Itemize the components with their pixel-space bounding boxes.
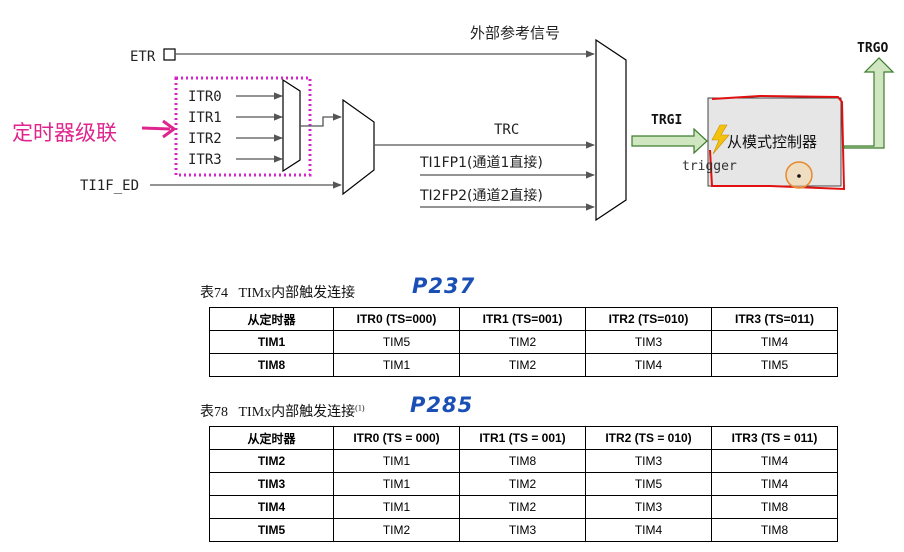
table78-header-cell: 从定时器 — [209, 426, 334, 450]
table-cell: TIM4 — [711, 449, 838, 473]
trgi-arrow — [631, 127, 708, 155]
table-cell: TIM8 — [459, 449, 586, 473]
table78-footnote-mark: (1) — [355, 403, 365, 413]
trc-label: TRC — [494, 122, 519, 138]
etr-label: ETR — [130, 49, 156, 65]
table74-header-cell: ITR1 (TS=001) — [459, 307, 586, 331]
table-cell: TIM1 — [333, 495, 460, 519]
table78-title: TIMx内部触发连接 — [238, 405, 356, 420]
itr2-label: ITR2 — [188, 131, 222, 147]
ti2fp2-label: TI2FP2(通道2直接) — [419, 187, 543, 204]
table-cell: TIM4 — [711, 330, 838, 354]
table-cell: TIM4 — [585, 518, 712, 542]
table74-header-row: 从定时器 ITR0 (TS=000) ITR1 (TS=001) ITR2 (T… — [209, 307, 838, 331]
table74-number: 表74 — [200, 286, 228, 301]
trc-mux — [342, 98, 375, 196]
cursor-dot — [797, 174, 801, 178]
slave-controller-label: 从模式控制器 — [727, 133, 817, 151]
cascade-arrow-head — [162, 119, 177, 139]
table-cell: TIM2 — [209, 449, 334, 473]
trgo-label: TRGO — [857, 41, 888, 56]
slave-controller-box — [707, 97, 842, 187]
trigger-selection-diagram: ETR 外部参考信号 ITR0 ITR1 ITR2 ITR3 定时器级联 TI1… — [12, 24, 895, 222]
table78-header-cell: ITR3 (TS = 011) — [711, 426, 838, 450]
table-cell: TIM3 — [585, 330, 712, 354]
table74: 从定时器 ITR0 (TS=000) ITR1 (TS=001) ITR2 (T… — [209, 307, 838, 377]
external-ref-label: 外部参考信号 — [470, 24, 560, 42]
table74-caption: 表74 TIMx内部触发连接 — [200, 282, 355, 302]
table-cell: TIM2 — [459, 472, 586, 496]
table78-header-cell: ITR0 (TS = 000) — [333, 426, 460, 450]
table-row: TIM1 TIM5 TIM2 TIM3 TIM4 — [209, 330, 838, 354]
table74-header-cell: ITR0 (TS=000) — [333, 307, 460, 331]
table-row: TIM8 TIM1 TIM2 TIM4 TIM5 — [209, 353, 838, 377]
table74-header-cell: ITR3 (TS=011) — [711, 307, 838, 331]
table78-header-cell: ITR2 (TS = 010) — [585, 426, 712, 450]
table-cell: TIM3 — [585, 495, 712, 519]
table-row: TIM5 TIM2 TIM3 TIM4 TIM8 — [209, 518, 838, 542]
table-row: TIM2 TIM1 TIM8 TIM3 TIM4 — [209, 449, 838, 473]
table-cell: TIM8 — [711, 495, 838, 519]
table78-number: 表78 — [200, 405, 228, 420]
etr-input-box — [163, 48, 176, 61]
itr0-label: ITR0 — [188, 89, 222, 105]
table-cell: TIM4 — [209, 495, 334, 519]
table-row: TIM4 TIM1 TIM2 TIM3 TIM8 — [209, 495, 838, 519]
table-cell: TIM5 — [209, 518, 334, 542]
table78: 从定时器 ITR0 (TS = 000) ITR1 (TS = 001) ITR… — [209, 426, 838, 542]
table74-handnote: P237 — [412, 274, 476, 298]
ti1f-ed-label: TI1F_ED — [80, 178, 139, 194]
trgo-arrow — [843, 57, 895, 149]
table-cell: TIM1 — [333, 449, 460, 473]
ti1fp1-label: TI1FP1(通道1直接) — [419, 154, 543, 171]
lightning-icon — [711, 124, 730, 155]
table78-header-cell: ITR1 (TS = 001) — [459, 426, 586, 450]
itr-mux — [282, 78, 301, 173]
table-cell: TIM5 — [585, 472, 712, 496]
table-cell: TIM2 — [459, 330, 586, 354]
table-cell: TIM8 — [209, 353, 334, 377]
table-cell: TIM1 — [333, 472, 460, 496]
table74-header-cell: 从定时器 — [209, 307, 334, 331]
itr3-label: ITR3 — [188, 152, 222, 168]
table-cell: TIM5 — [333, 330, 460, 354]
table74-header-cell: ITR2 (TS=010) — [585, 307, 712, 331]
table78-header-row: 从定时器 ITR0 (TS = 000) ITR1 (TS = 001) ITR… — [209, 426, 838, 450]
table-cell: TIM5 — [711, 353, 838, 377]
itr-highlight-box — [174, 76, 312, 177]
table-cell: TIM3 — [585, 449, 712, 473]
cascade-note: 定时器级联 — [12, 121, 117, 145]
table-cell: TIM1 — [209, 330, 334, 354]
table-cell: TIM4 — [585, 353, 712, 377]
trigger-select-mux — [595, 38, 627, 222]
table-cell: TIM2 — [459, 495, 586, 519]
itr-mux-to-mux2 — [300, 113, 342, 127]
table-row: TIM3 TIM1 TIM2 TIM5 TIM4 — [209, 472, 838, 496]
cascade-arrow — [141, 126, 171, 131]
table-cell: TIM8 — [711, 518, 838, 542]
table-cell: TIM2 — [333, 518, 460, 542]
table78-caption: 表78 TIMx内部触发连接(1) — [200, 401, 365, 421]
itr1-label: ITR1 — [188, 110, 222, 126]
table-cell: TIM4 — [711, 472, 838, 496]
table-cell: TIM3 — [209, 472, 334, 496]
table-cell: TIM3 — [459, 518, 586, 542]
table74-title: TIMx内部触发连接 — [238, 286, 356, 301]
table78-handnote: P285 — [410, 393, 474, 417]
red-annotation-stroke — [709, 94, 846, 191]
trgi-label: TRGI — [651, 113, 682, 128]
trigger-label: trigger — [682, 159, 737, 174]
table-cell: TIM1 — [333, 353, 460, 377]
table-cell: TIM2 — [459, 353, 586, 377]
